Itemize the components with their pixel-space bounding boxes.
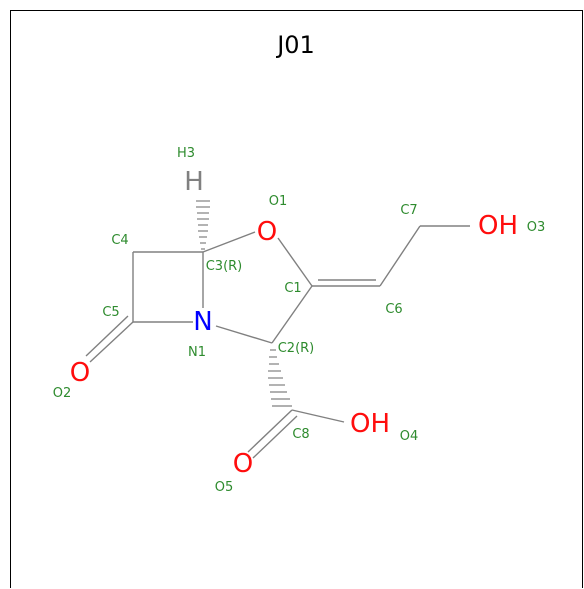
atom-o5: O xyxy=(233,449,253,479)
bond-c5-o2-double xyxy=(85,315,129,357)
label-o3: O3 xyxy=(527,220,546,235)
label-o5: O5 xyxy=(215,480,234,495)
bond-c8-o4 xyxy=(291,409,345,423)
label-o1: O1 xyxy=(269,194,288,209)
label-n1: N1 xyxy=(188,345,206,360)
bond-c5-o2 xyxy=(89,321,134,363)
label-c7: C7 xyxy=(400,203,417,218)
bond-c3-o1 xyxy=(202,231,256,253)
bonds xyxy=(85,225,470,459)
label-h3: H3 xyxy=(177,146,195,161)
bond-c8-o5 xyxy=(247,409,293,453)
label-c5: C5 xyxy=(102,305,119,320)
atom-o1: O xyxy=(257,217,277,247)
label-c3: C3(R) xyxy=(206,259,243,274)
label-c8: C8 xyxy=(292,427,309,442)
bond-c6-c7 xyxy=(379,225,421,287)
atom-o2: O xyxy=(70,358,90,388)
label-c4: C4 xyxy=(111,233,128,248)
bond-c1-c2 xyxy=(271,285,313,344)
label-c6: C6 xyxy=(385,302,402,317)
wedge-c3-h3 xyxy=(196,200,210,250)
bond-c2-n1 xyxy=(215,325,273,344)
label-c2: C2(R) xyxy=(278,341,315,356)
atom-o3: OH xyxy=(478,211,518,241)
wedge-c2-c8 xyxy=(268,349,292,407)
label-o4: O4 xyxy=(400,429,419,444)
viewer-frame xyxy=(10,10,583,588)
atom-h3: H xyxy=(184,167,204,197)
atom-o4: OH xyxy=(350,409,390,439)
label-c1: C1 xyxy=(284,281,301,296)
bond-c8-o5-double xyxy=(252,415,298,459)
molecule-title: J01 xyxy=(275,31,315,59)
label-o2: O2 xyxy=(53,386,72,401)
bond-o1-c1 xyxy=(277,237,313,287)
atom-n1: N xyxy=(193,307,212,337)
